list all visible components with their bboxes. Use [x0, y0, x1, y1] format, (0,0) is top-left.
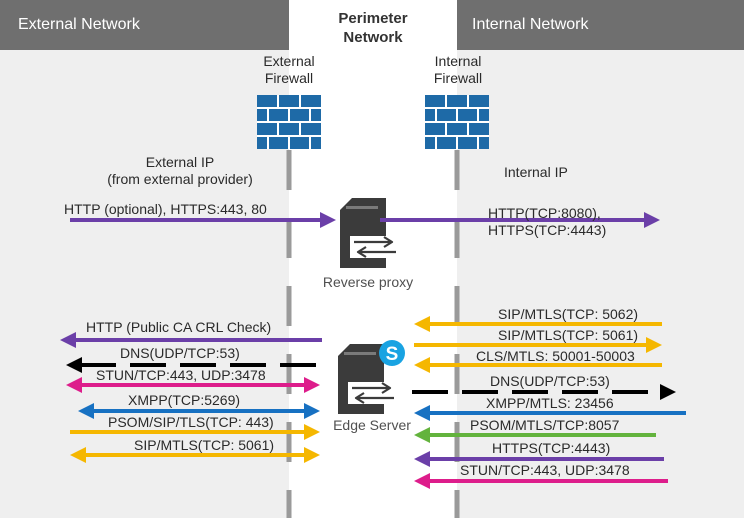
external-flow-sip-arrow — [70, 447, 320, 463]
external-flow-label: SIP/MTLS(TCP: 5061) — [134, 437, 275, 453]
internal-ip-label: Internal IP — [504, 164, 568, 180]
internal-flow-xmpp-arrow — [414, 405, 686, 421]
external-network-header: External Network — [0, 0, 289, 50]
internal-flow-label: STUN/TCP:443, UDP:3478 — [460, 462, 630, 478]
external-flow-label: HTTP (Public CA CRL Check) — [86, 319, 272, 335]
internal-flow-label: DNS(UDP/TCP:53) — [490, 373, 610, 389]
proxy-internal-flow-label: HTTP(TCP:8080), HTTPS(TCP:4443) — [488, 205, 607, 238]
external-flow-stun-arrow — [66, 377, 320, 393]
external-flow-psom-arrow — [70, 424, 320, 440]
external-firewall-icon — [257, 95, 321, 149]
internal-flow-label: CLS/MTLS: 50001-50003 — [476, 348, 635, 364]
external-flow-label: DNS(UDP/TCP:53) — [120, 345, 240, 361]
internal-network-header: Internal Network — [457, 0, 744, 50]
internal-zone — [457, 0, 744, 518]
internal-firewall-icon — [425, 95, 489, 149]
internal-flow-dns-arrow — [412, 384, 676, 400]
perimeter-network-title: Perimeter Network — [338, 10, 408, 46]
internal-flow-label: SIP/MTLS(TCP: 5062) — [498, 306, 639, 322]
internal-flow-https-arrow — [414, 451, 664, 467]
external-flow-http-crl-arrow — [60, 332, 322, 348]
skype-icon: S — [379, 340, 405, 366]
external-firewall-label: External Firewall — [263, 53, 315, 86]
external-flow-label: STUN/TCP:443, UDP:3478 — [96, 367, 266, 383]
proxy-external-flow-label: HTTP (optional), HTTPS:443, 80 — [64, 201, 267, 217]
internal-flow-psom-arrow — [414, 427, 656, 443]
internal-flow-label: SIP/MTLS(TCP: 5061) — [498, 327, 639, 343]
internal-flow-label: PSOM/MTLS/TCP:8057 — [470, 417, 620, 433]
external-flow-xmpp-arrow — [78, 403, 320, 419]
internal-flow-label: XMPP/MTLS: 23456 — [486, 395, 614, 411]
external-flow-label: XMPP(TCP:5269) — [128, 392, 241, 408]
external-flow-label: PSOM/SIP/TLS(TCP: 443) — [108, 414, 274, 430]
internal-firewall-label: Internal Firewall — [433, 53, 483, 86]
internal-flow-sip5061-arrow — [414, 337, 662, 353]
internal-flow-cls-arrow — [414, 357, 662, 373]
internal-flow-stun-arrow — [414, 473, 668, 489]
edge-server-label: Edge Server — [333, 417, 411, 433]
reverse-proxy-label: Reverse proxy — [322, 274, 414, 290]
proxy-flow-internal-arrow — [380, 212, 660, 228]
proxy-flow-external-arrow — [70, 212, 336, 228]
internal-flow-sip5062-arrow — [414, 316, 662, 332]
external-flow-dns-arrow — [66, 357, 316, 373]
external-ip-label: External IP (from external provider) — [107, 154, 253, 187]
svg-text:S: S — [386, 344, 399, 365]
internal-flow-label: HTTPS(TCP:4443) — [492, 440, 611, 456]
reverse-proxy-server-icon — [338, 196, 404, 270]
